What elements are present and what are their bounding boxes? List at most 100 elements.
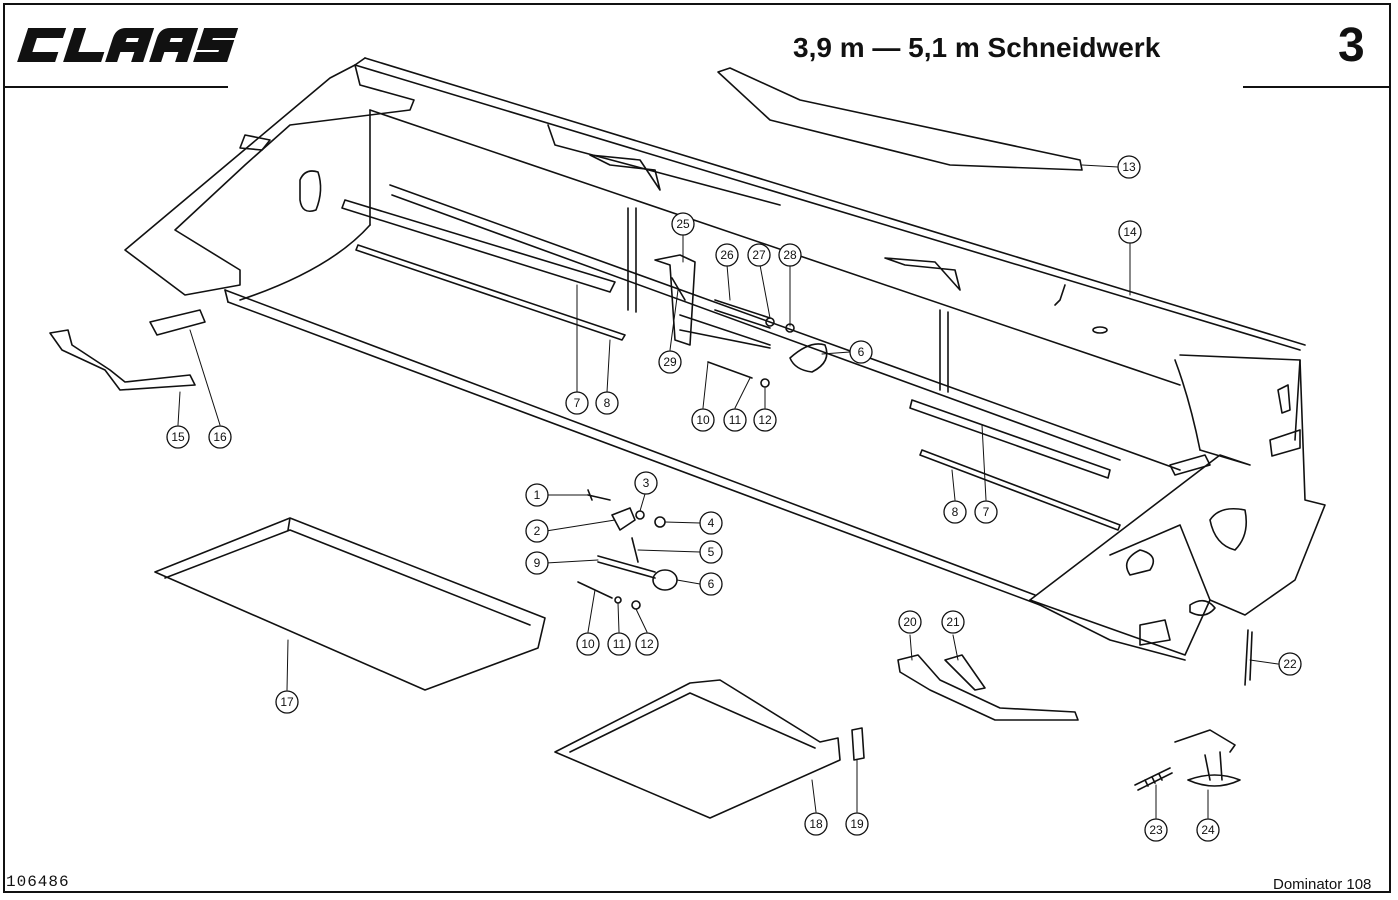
- svg-text:7: 7: [574, 396, 581, 410]
- svg-text:19: 19: [850, 817, 864, 831]
- callout-6-lower: 6: [699, 572, 723, 596]
- callout-12-lower: 12: [635, 632, 659, 656]
- svg-text:25: 25: [676, 217, 690, 231]
- callout-17: 17: [275, 690, 299, 714]
- bracket-2: [611, 507, 636, 531]
- bolt-10-upper: [707, 361, 753, 379]
- svg-text:8: 8: [604, 396, 611, 410]
- svg-text:7: 7: [983, 505, 990, 519]
- callout-1: 1: [525, 483, 549, 507]
- svg-text:5: 5: [708, 545, 715, 559]
- callout-11-lower: 11: [607, 632, 631, 656]
- foot-24: [1174, 729, 1241, 787]
- header-rule-right: [1243, 86, 1391, 88]
- svg-text:4: 4: [708, 516, 715, 530]
- tray-17: [154, 517, 546, 691]
- callout-10-upper: 10: [691, 408, 715, 432]
- page-title: 3,9 m — 5,1 m Schneidwerk: [793, 32, 1161, 63]
- svg-text:12: 12: [758, 413, 772, 427]
- callout-23: 23: [1144, 818, 1168, 842]
- callout-7-right: 7: [974, 500, 998, 524]
- svg-text:24: 24: [1201, 823, 1215, 837]
- svg-text:17: 17: [280, 695, 294, 709]
- strip-8-right: [919, 449, 1121, 531]
- callout-12-upper: 12: [753, 408, 777, 432]
- svg-text:18: 18: [809, 817, 823, 831]
- washer-11-lower: [614, 596, 622, 604]
- callout-19: 19: [845, 812, 869, 836]
- svg-text:26: 26: [720, 248, 734, 262]
- strip-7-left: [341, 199, 616, 293]
- svg-text:1: 1: [534, 488, 541, 502]
- skid-15: [49, 329, 196, 391]
- svg-text:29: 29: [663, 355, 677, 369]
- document-number: 106486: [6, 873, 70, 891]
- callout-11-upper: 11: [723, 408, 747, 432]
- callout-22: 22: [1278, 652, 1302, 676]
- svg-text:6: 6: [708, 577, 715, 591]
- callout-28: 28: [778, 243, 802, 267]
- callout-2: 2: [525, 519, 549, 543]
- callout-15: 15: [166, 425, 190, 449]
- plate-16: [149, 309, 206, 336]
- washer-3: [635, 510, 645, 520]
- svg-text:11: 11: [729, 413, 742, 427]
- svg-text:20: 20: [903, 615, 917, 629]
- callout-10-lower: 10: [576, 632, 600, 656]
- svg-text:10: 10: [581, 637, 595, 651]
- bolt-1: [587, 489, 611, 501]
- callout-7-left: 7: [565, 391, 589, 415]
- cover-strip-13: [717, 67, 1083, 171]
- callout-27: 27: [747, 243, 771, 267]
- callout-14: 14: [1118, 220, 1142, 244]
- header-rule-left: [3, 86, 228, 88]
- callout-29: 29: [658, 350, 682, 374]
- bracket-25: [654, 254, 696, 346]
- callout-8-left: 8: [595, 391, 619, 415]
- svg-text:14: 14: [1123, 225, 1137, 239]
- svg-text:2: 2: [534, 524, 541, 538]
- svg-text:27: 27: [752, 248, 766, 262]
- section-number: 3: [1338, 19, 1365, 72]
- svg-text:23: 23: [1149, 823, 1163, 837]
- nut-12-lower: [631, 600, 641, 610]
- svg-text:13: 13: [1122, 160, 1136, 174]
- callout-13: 13: [1117, 155, 1141, 179]
- callout-9: 9: [525, 551, 549, 575]
- callout-6-upper: 6: [849, 340, 873, 364]
- machine-model: Dominator 108: [1273, 876, 1372, 893]
- svg-text:22: 22: [1283, 657, 1297, 671]
- callout-21: 21: [941, 610, 965, 634]
- svg-text:15: 15: [171, 430, 185, 444]
- disc-6-lower: [652, 569, 678, 591]
- svg-text:9: 9: [534, 556, 541, 570]
- skid-20: [897, 654, 1079, 721]
- clip-19: [851, 727, 865, 761]
- strip-7-right: [909, 399, 1111, 479]
- pin-22: [1244, 629, 1253, 686]
- svg-text:12: 12: [640, 637, 654, 651]
- svg-text:16: 16: [213, 430, 227, 444]
- leader-lines: [177, 164, 1279, 819]
- pin-5: [631, 537, 639, 563]
- callouts: 1 2 3 4 5 6 6 7 7 8 8 9 10 10 11 11 12 1…: [166, 155, 1302, 842]
- shaft-9: [597, 555, 656, 579]
- svg-text:6: 6: [858, 345, 865, 359]
- callout-4: 4: [699, 511, 723, 535]
- callout-26: 26: [715, 243, 739, 267]
- callout-24: 24: [1196, 818, 1220, 842]
- nut-4: [654, 516, 666, 528]
- page-frame: [3, 3, 1391, 893]
- svg-text:21: 21: [946, 615, 960, 629]
- callout-3: 3: [634, 471, 658, 495]
- claas-logo: [17, 28, 239, 62]
- svg-text:11: 11: [613, 637, 626, 651]
- spring-23: [1134, 767, 1173, 791]
- strip-8-left: [355, 244, 626, 341]
- pin-29: [671, 277, 686, 301]
- callout-8-right: 8: [943, 500, 967, 524]
- callout-25: 25: [671, 212, 695, 236]
- callout-16: 16: [208, 425, 232, 449]
- callout-5: 5: [699, 540, 723, 564]
- disc-6-upper: [789, 343, 828, 373]
